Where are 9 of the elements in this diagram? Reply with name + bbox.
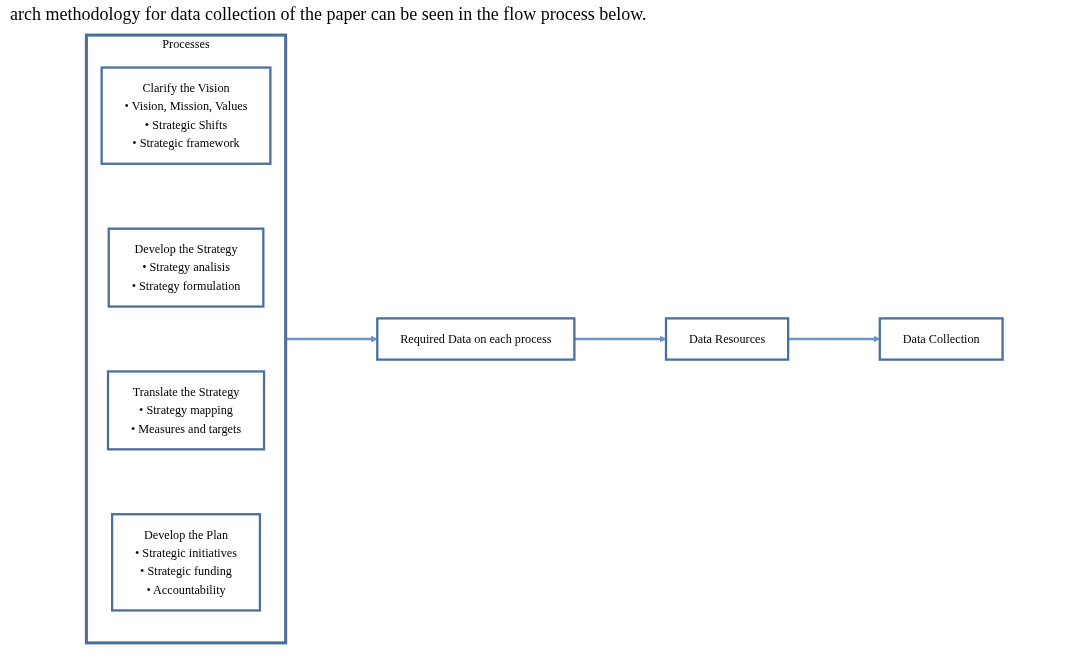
node-box: Translate the Strategy • Strategy mapping • Measures and targets — [106, 370, 266, 451]
node-box: Required Data on each process — [376, 317, 576, 361]
intro-sentence: arch methodology for data collection of the paper can be seen in the flow process below. — [10, 4, 647, 24]
node-box: Data Resources — [664, 317, 790, 361]
node-box: Develop the Plan • Strategic initiatives • Strategic funding • Accountability — [110, 513, 262, 612]
node-box: Clarify the Vision • Vision, Mission, Values • Strategic Shifts • Strategic framework — [100, 66, 272, 165]
node-box: Develop the Strategy • Strategy analisis • Strategy formulation — [107, 227, 265, 308]
arrow — [574, 335, 667, 343]
node-box: Data Collection — [878, 317, 1004, 361]
